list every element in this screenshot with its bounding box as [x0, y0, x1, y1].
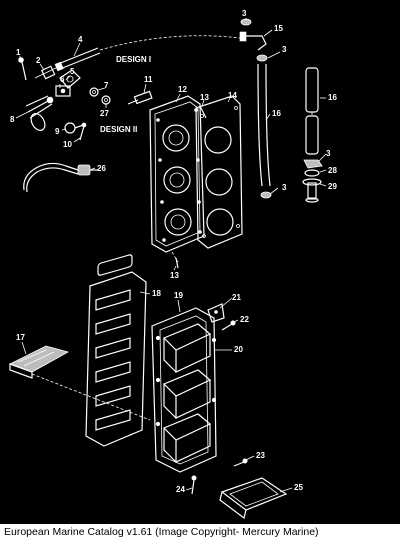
callout-13-top: 13 — [200, 93, 209, 102]
hose-part-4 — [54, 47, 101, 72]
callout-15: 15 — [274, 24, 283, 33]
callout-21: 21 — [232, 293, 241, 302]
reed-alignment-line — [31, 373, 151, 421]
callout-24: 24 — [176, 485, 185, 494]
leader-lines — [15, 18, 327, 493]
callout-5: 5 — [70, 67, 75, 76]
design-i-label: DESIGN I — [116, 55, 151, 64]
callout-17: 17 — [16, 333, 25, 342]
seal-part-28 — [304, 169, 320, 177]
callout-22: 22 — [240, 315, 249, 324]
elbow-part-15 — [239, 31, 267, 51]
callout-23: 23 — [256, 451, 265, 460]
callout-10: 10 — [63, 140, 72, 149]
hose-route-line — [99, 35, 241, 51]
hose-part-16-short — [305, 67, 319, 155]
callout-25: 25 — [294, 483, 303, 492]
clamp-part-3-mid — [256, 54, 268, 62]
callout-29: 29 — [328, 182, 337, 191]
washer-part-7 — [89, 87, 99, 97]
callout-3-low: 3 — [282, 183, 287, 192]
clamp-part-3-low — [260, 191, 272, 199]
exploded-parts-diagram: DESIGN I DESIGN II 1 2 3 3 3 3 4 5 6 7 8… — [0, 0, 400, 524]
screw-part-10 — [79, 122, 87, 141]
callout-13-bottom: 13 — [170, 271, 179, 280]
callout-8: 8 — [10, 115, 15, 124]
cylinder-head-part-12 — [149, 95, 205, 253]
callout-4: 4 — [78, 35, 83, 44]
bolt-part-11 — [127, 90, 153, 105]
callout-7: 7 — [104, 81, 109, 90]
callout-16-left: 16 — [272, 109, 281, 118]
intake-manifold-part-19 — [151, 307, 217, 473]
bolt-part-1 — [18, 57, 27, 81]
callout-19: 19 — [174, 291, 183, 300]
callout-20: 20 — [234, 345, 243, 354]
cover-plate-part-25 — [219, 477, 288, 520]
clamp-part-3-right — [303, 159, 323, 169]
dowel-pin-part-13-bottom — [171, 251, 179, 269]
head-gasket-part-14 — [195, 95, 243, 249]
wire-harness-part-8 — [25, 95, 54, 131]
callout-12: 12 — [178, 85, 187, 94]
callout-26: 26 — [97, 164, 106, 173]
screw-part-22 — [221, 320, 236, 331]
callout-3-right: 3 — [326, 149, 331, 158]
gasket-part-27 — [101, 95, 111, 105]
callout-2: 2 — [36, 56, 41, 65]
callout-3-mid: 3 — [282, 45, 287, 54]
callout-14: 14 — [228, 91, 237, 100]
bracket-part-21 — [207, 303, 225, 323]
callout-3-top: 3 — [242, 9, 247, 18]
reed-block-part-17 — [8, 345, 70, 379]
reed-plate-gasket-part-18 — [85, 254, 147, 447]
fitting-part-2 — [34, 65, 57, 80]
screw-part-23 — [233, 458, 248, 467]
copyright-caption: European Marine Catalog v1.61 (Image Cop… — [0, 524, 400, 540]
callout-11: 11 — [144, 75, 153, 84]
screw-part-24 — [191, 475, 197, 495]
callout-6: 6 — [60, 75, 65, 84]
callout-9: 9 — [55, 127, 60, 136]
callout-18: 18 — [152, 289, 161, 298]
callout-16-right: 16 — [328, 93, 337, 102]
design-ii-label: DESIGN II — [100, 125, 137, 134]
dowel-pin-part-13-top — [199, 105, 207, 119]
fitting-part-6 — [55, 85, 71, 97]
sensor-cable-part-26 — [23, 162, 98, 193]
valve-part-29 — [302, 178, 322, 203]
callout-1: 1 — [16, 48, 21, 57]
hose-part-16-long — [257, 63, 271, 187]
callout-27: 27 — [100, 109, 109, 118]
callout-28: 28 — [328, 166, 337, 175]
